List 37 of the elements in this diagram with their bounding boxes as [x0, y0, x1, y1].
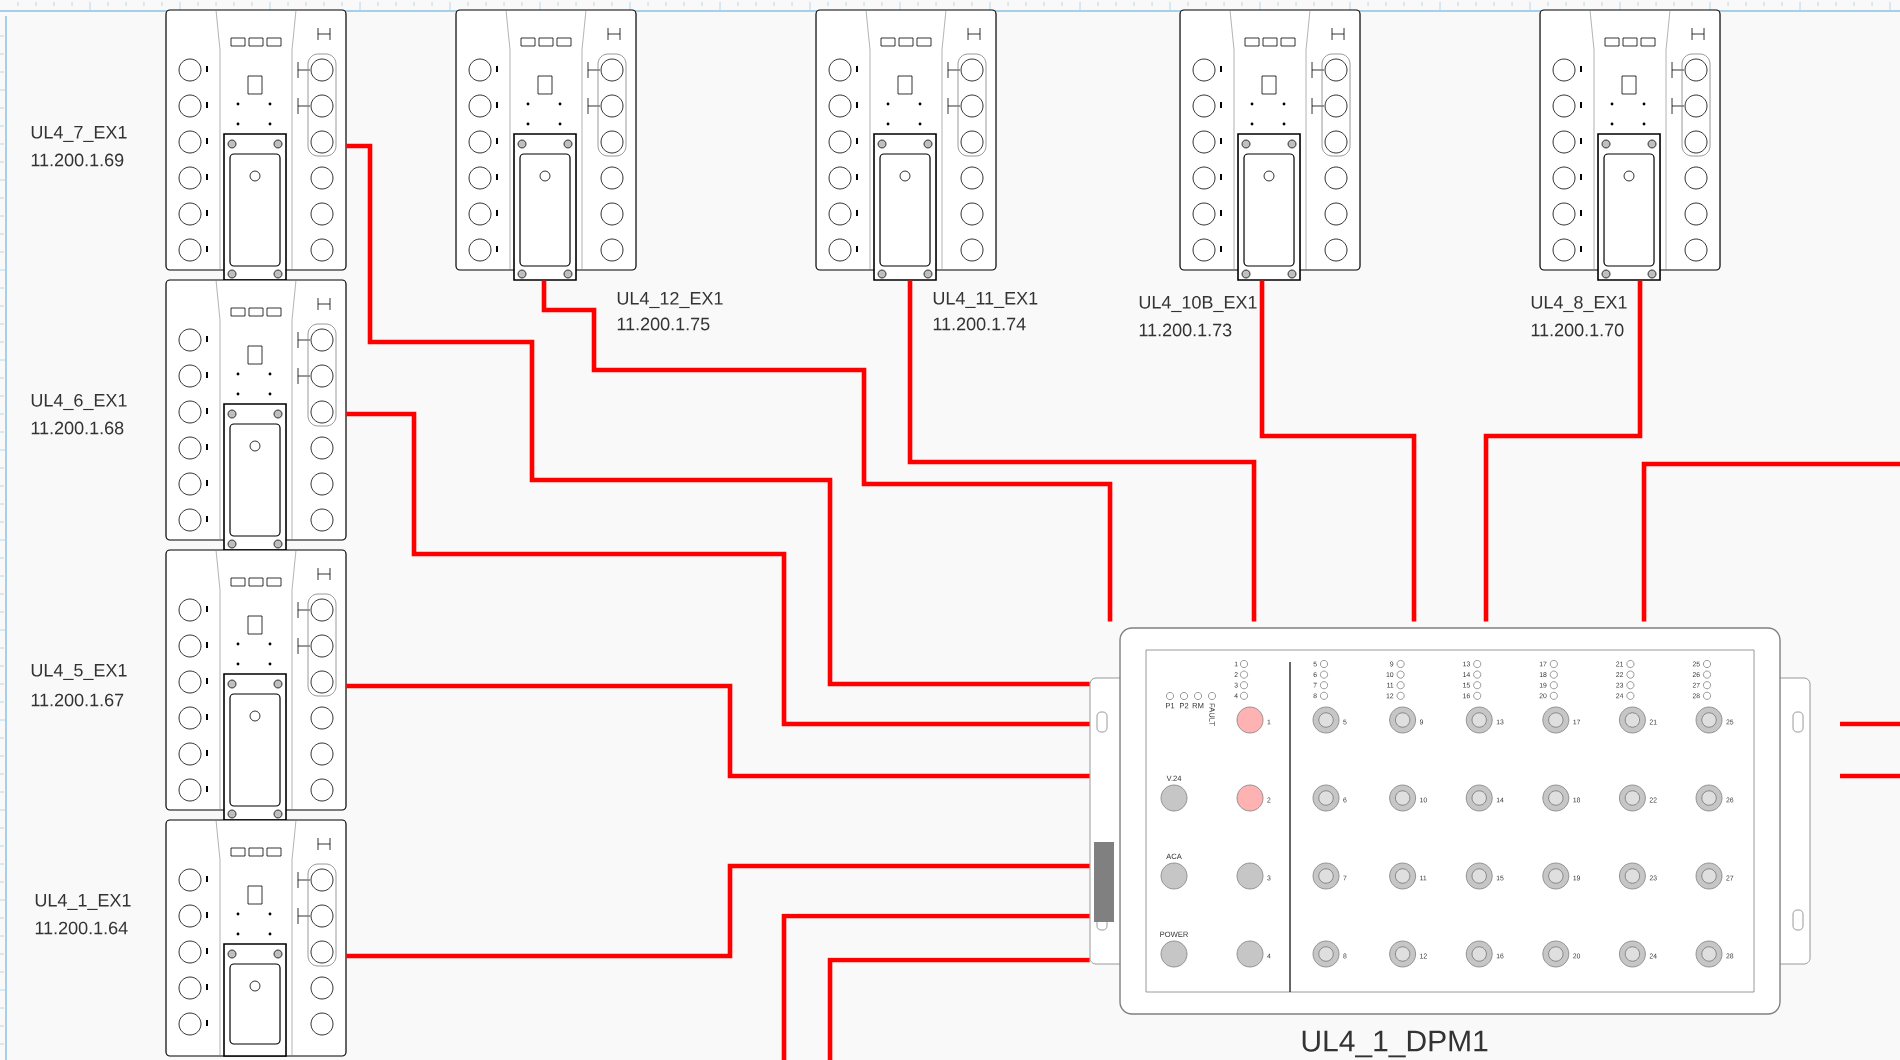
device-name: UL4_12_EX1: [617, 291, 723, 309]
cable-line: [346, 683, 1090, 779]
cable-line: [1641, 461, 1900, 622]
ip-address: 11.200.1.75: [617, 317, 710, 331]
device-name: UL4_1_DPM1: [1302, 1030, 1488, 1058]
cable-line: [827, 957, 1090, 1060]
ip-address: 11.200.1.70: [1531, 323, 1624, 337]
io-module-drawing: [165, 549, 347, 821]
cable-line: [346, 863, 1090, 959]
io-module-drawing: [165, 9, 347, 281]
ip-address: 11.200.1.69: [31, 153, 124, 167]
io-module-drawing: [1179, 9, 1361, 281]
switch-drawing: [1089, 627, 1811, 1015]
ip-address: 11.200.1.67: [31, 693, 124, 707]
cable-line: [1483, 280, 1643, 622]
cable-line: [541, 280, 1113, 622]
cable-line: [346, 411, 1090, 727]
io-module-drawing: [165, 819, 347, 1057]
io-module-drawing: [455, 9, 637, 281]
device-name: UL4_6_EX1: [31, 393, 127, 411]
ip-address: 11.200.1.74: [933, 317, 1026, 331]
io-module-drawing: [1539, 9, 1721, 281]
cable-line: [346, 143, 1090, 687]
device-name: UL4_10B_EX1: [1139, 295, 1257, 313]
device-name: UL4_7_EX1: [31, 126, 127, 142]
cable-line: [1259, 280, 1417, 622]
device-name: UL4_1_EX1: [35, 894, 131, 910]
ip-address: 11.200.1.73: [1139, 323, 1232, 337]
ip-address: 11.200.1.64: [35, 921, 128, 935]
device-name: UL4_11_EX1: [933, 292, 1038, 308]
cable-line: [907, 280, 1257, 622]
device-name: UL4_8_EX1: [1531, 295, 1627, 313]
cable-line: [781, 913, 1090, 1060]
io-module-drawing: [165, 279, 347, 551]
ip-address: 11.200.1.68: [31, 421, 124, 435]
io-module-drawing: [815, 9, 997, 281]
device-name: UL4_5_EX1: [31, 664, 127, 680]
